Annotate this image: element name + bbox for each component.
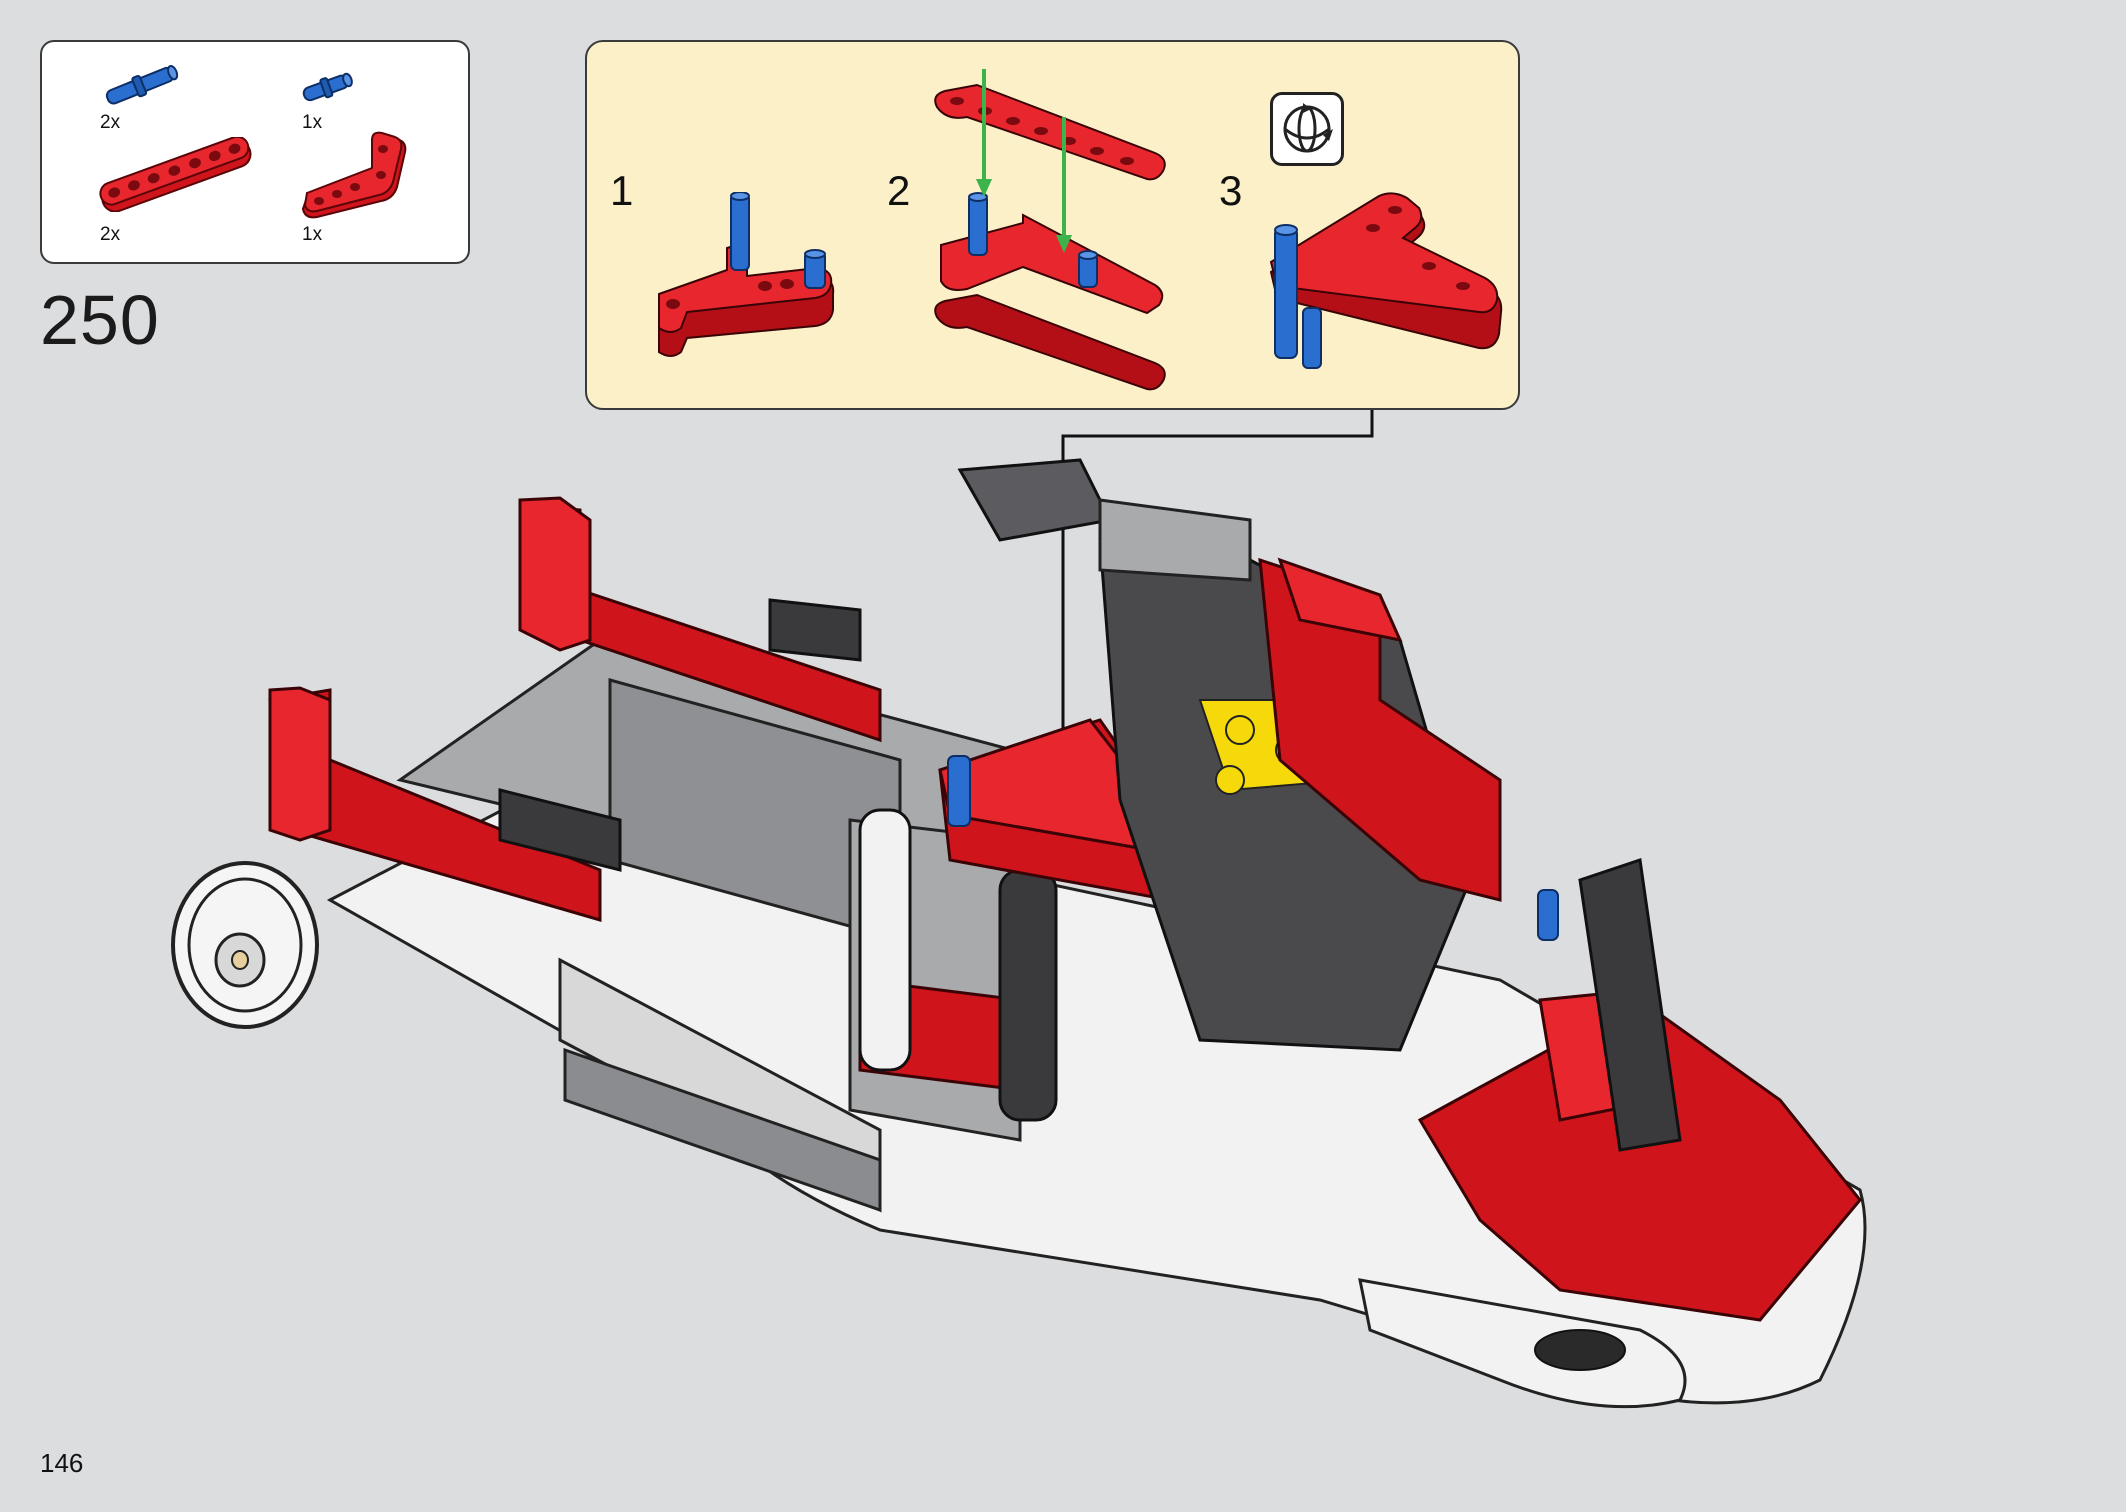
red-angled-beam-part (297, 127, 417, 227)
part-quantity: 2x (100, 112, 121, 133)
blue-axle-pin-part (297, 68, 357, 108)
red-beam-7-part (92, 137, 262, 212)
sub-step-label: 3 (1219, 167, 1243, 214)
part-quantity: 1x (302, 224, 323, 245)
part-quantity: 1x (302, 112, 323, 133)
sub-step-3-drawing (1269, 192, 1503, 369)
page-number: 146 (40, 1448, 84, 1478)
sub-step-label: 2 (887, 167, 911, 214)
part-quantity: 2x (100, 224, 121, 245)
wheel-icon (171, 861, 319, 1029)
sub-step-1-drawing (658, 192, 835, 357)
parts-list-box: 2x 1x 2x (40, 40, 470, 264)
step-number: 250 (40, 281, 160, 359)
blue-axle-pin-long-part (97, 60, 187, 110)
rotate-icon (1270, 92, 1344, 166)
sub-assembly-callout: 1 2 3 (585, 40, 1520, 410)
sub-step-2-drawing (934, 69, 1166, 391)
sub-step-label: 1 (610, 167, 634, 214)
